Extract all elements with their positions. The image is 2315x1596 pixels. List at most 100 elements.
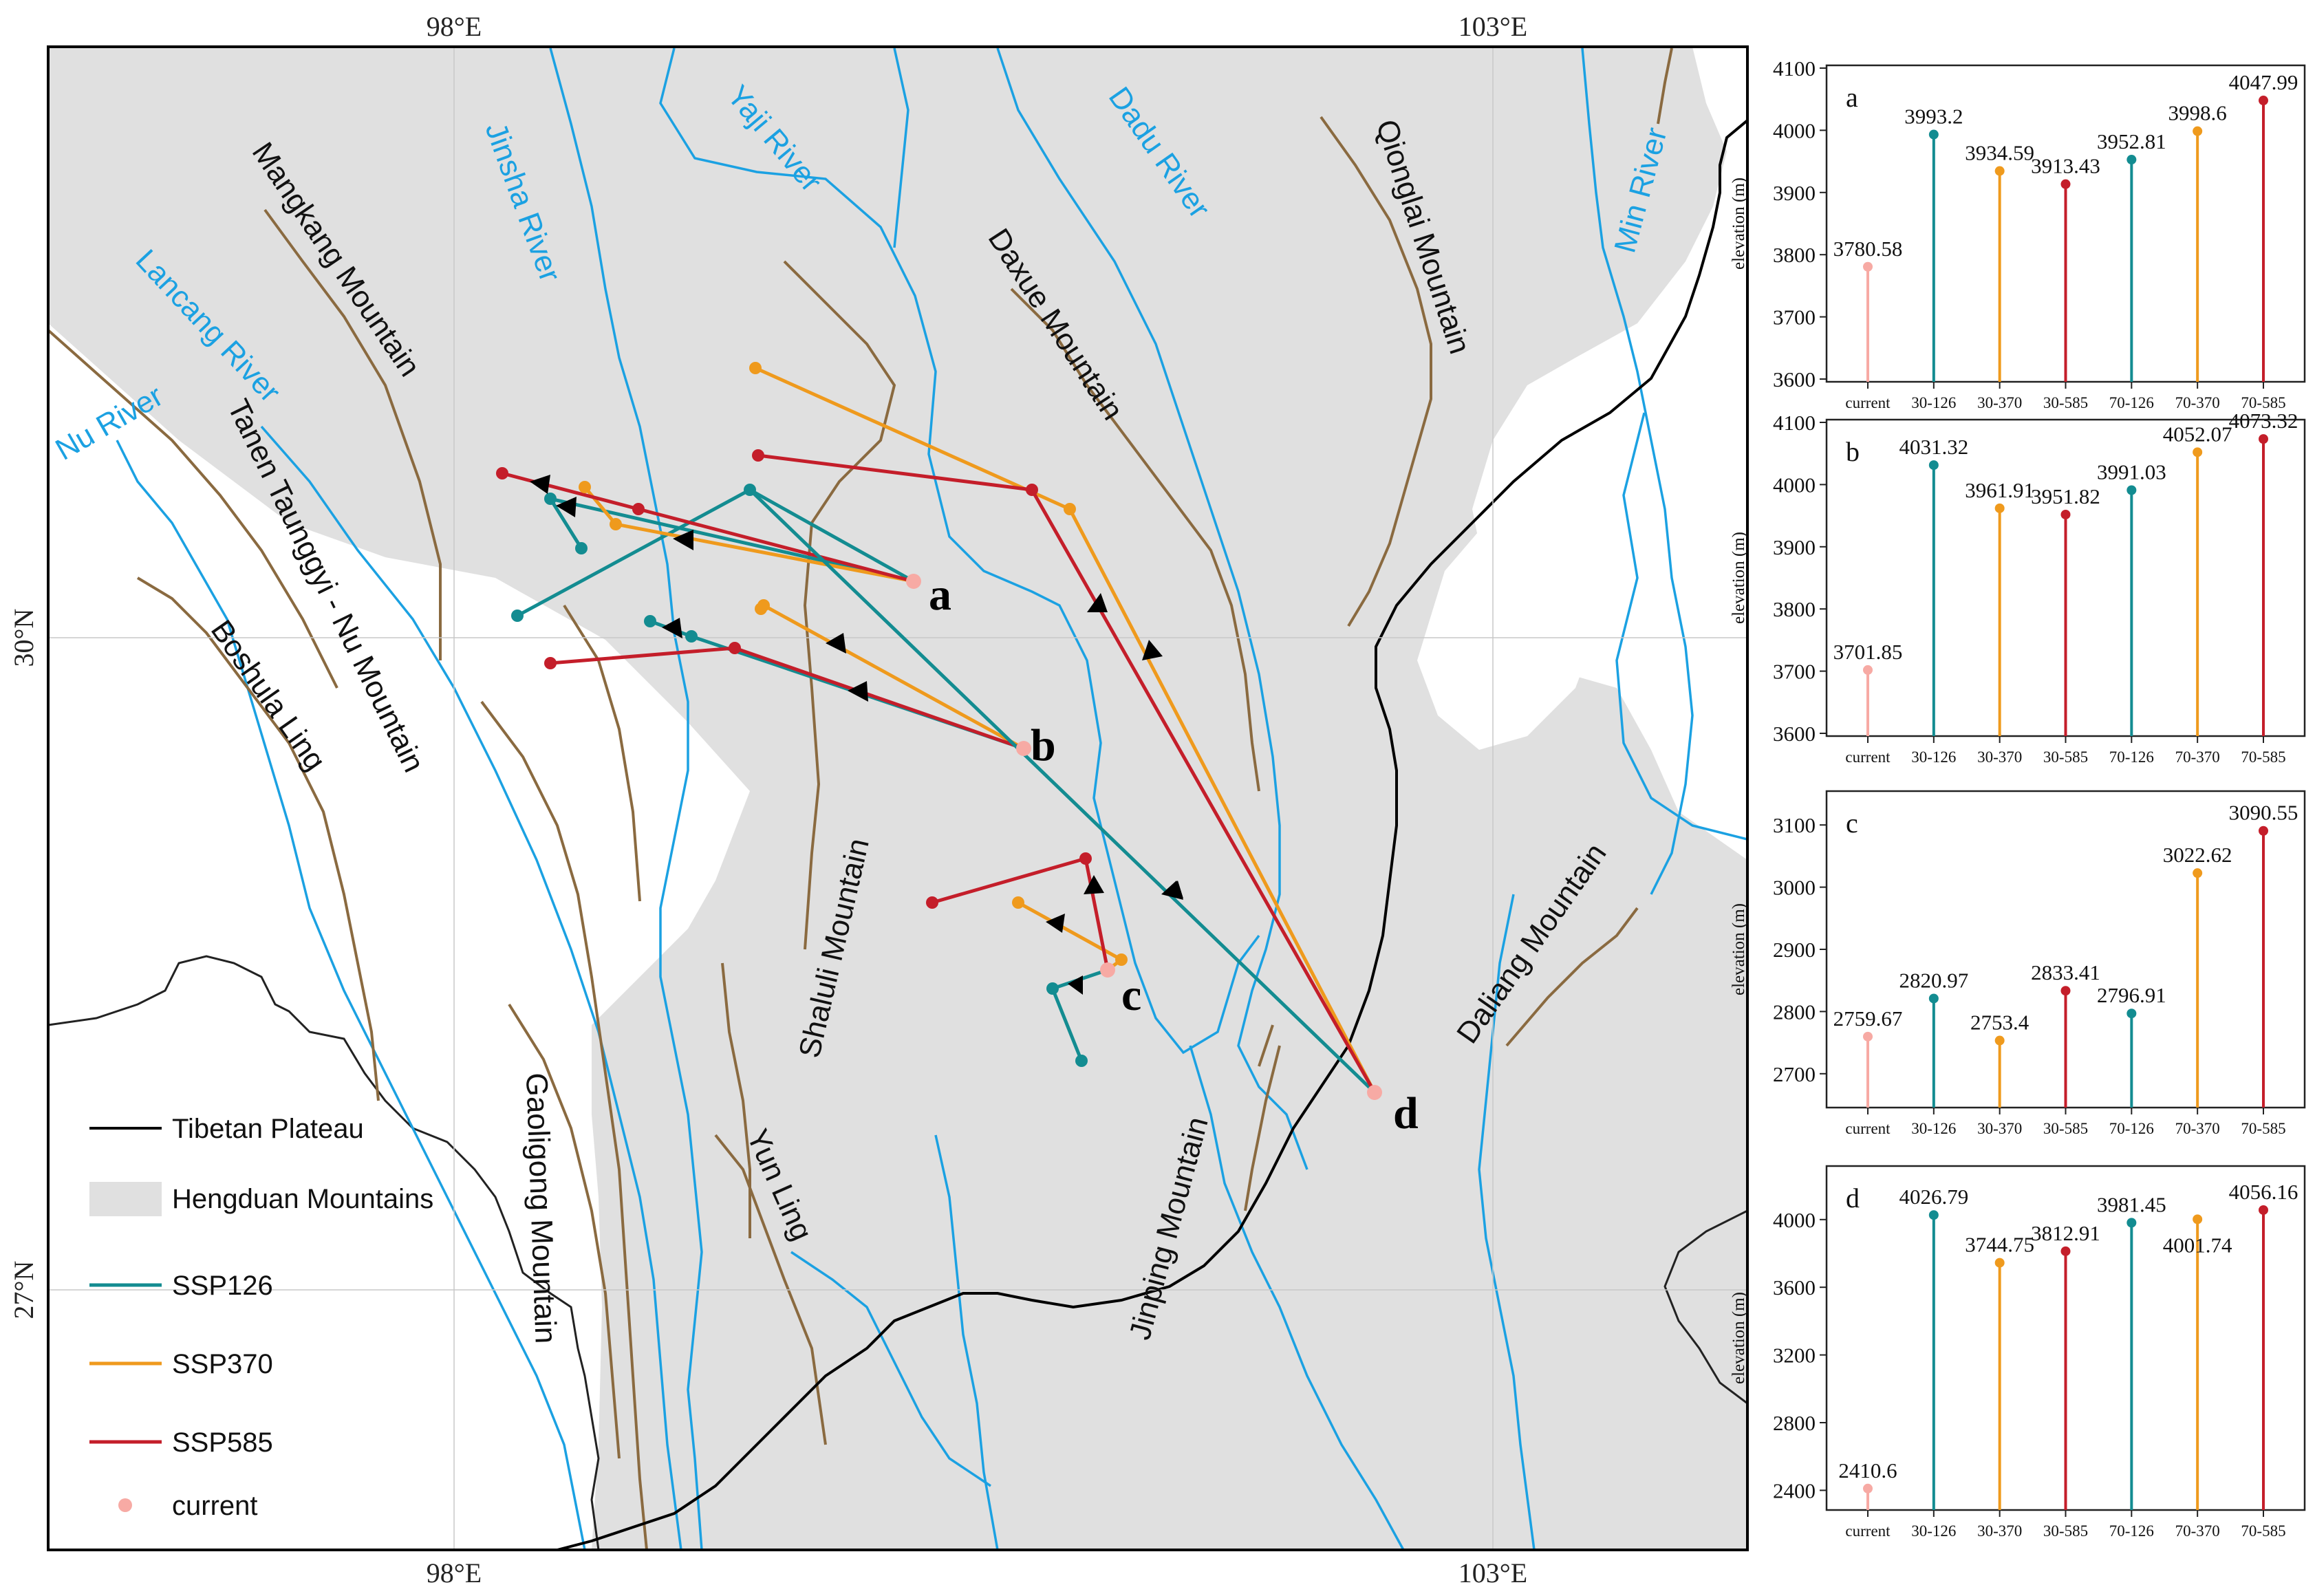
x-tick-label: 70-126 xyxy=(2109,394,2154,411)
marker-70-370 xyxy=(2193,868,2203,878)
value-label-30-370: 3744.75 xyxy=(1965,1233,2034,1257)
rivers xyxy=(116,47,1747,1550)
value-label-70-370: 3022.62 xyxy=(2163,843,2232,867)
y-tick-label: 3800 xyxy=(1773,597,1816,621)
y-axis-label: elevation (m) xyxy=(1730,532,1748,624)
x-tick-label: 30-126 xyxy=(1911,394,1956,411)
traj-d-ssp126 xyxy=(747,487,1376,1094)
dadu-river-line xyxy=(996,47,1309,1170)
south-river-line xyxy=(1189,1045,1405,1550)
value-label-70-370: 4001.74 xyxy=(2163,1233,2232,1257)
value-label-70-370: 4052.07 xyxy=(2163,422,2232,446)
site-c-current xyxy=(1100,962,1115,978)
x-tick-label: 70-126 xyxy=(2109,1522,2154,1540)
marker-current xyxy=(1863,665,1873,675)
site-d-current xyxy=(1367,1085,1382,1100)
marker-30-370 xyxy=(1994,1035,2005,1046)
y-axis-label: elevation (m) xyxy=(1730,177,1748,270)
marker-70-126 xyxy=(2126,1218,2137,1228)
value-label-70-585: 4047.99 xyxy=(2229,70,2298,94)
value-label-30-126: 4031.32 xyxy=(1899,435,1968,459)
marker-30-585 xyxy=(2060,179,2071,189)
jinsha-river-line xyxy=(549,47,703,1550)
y-tick-label: 3600 xyxy=(1773,722,1816,746)
tributary-2 xyxy=(1615,412,1747,841)
x-tick-label: 30-126 xyxy=(1911,1522,1956,1540)
marker-current xyxy=(1863,261,1873,272)
lat-label-27: 27°N xyxy=(8,1261,39,1319)
lon-label-bottom-103: 103°E xyxy=(1458,1557,1527,1588)
lancang-river-line xyxy=(260,425,682,1550)
legend-current-label: current xyxy=(172,1491,258,1521)
site-label-c: c xyxy=(1121,970,1141,1020)
x-tick-label: 70-585 xyxy=(2241,748,2285,766)
legend-ssp126-label: SSP126 xyxy=(172,1271,273,1301)
x-tick-label: 70-370 xyxy=(2175,394,2220,411)
x-tick-label: 70-585 xyxy=(2241,1522,2285,1540)
marker-70-370 xyxy=(2193,1214,2203,1225)
y-tick-label: 3700 xyxy=(1773,660,1816,684)
value-label-30-370: 3961.91 xyxy=(1965,478,2034,502)
y-tick-label: 2800 xyxy=(1773,1000,1816,1024)
marker-30-126 xyxy=(1928,993,1939,1004)
nu-river-line xyxy=(116,440,586,1550)
panel-letter: b xyxy=(1846,436,1860,467)
value-label-70-126: 3991.03 xyxy=(2097,460,2166,484)
marker-70-126 xyxy=(2126,155,2137,165)
value-label-70-370: 3998.6 xyxy=(2168,101,2227,125)
value-label-current: 2410.6 xyxy=(1838,1458,1897,1482)
marker-70-585 xyxy=(2259,826,2268,836)
x-tick-label: 30-585 xyxy=(2043,1522,2088,1540)
value-label-current: 2759.67 xyxy=(1833,1006,1903,1031)
x-tick-label: 30-370 xyxy=(1977,1120,2022,1137)
legend-ssp585-label: SSP585 xyxy=(172,1427,273,1458)
value-label-current: 3780.58 xyxy=(1833,237,1903,261)
lon-label-top-98: 98°E xyxy=(427,11,482,42)
x-tick-label: 70-370 xyxy=(2175,1522,2220,1540)
x-tick-label: 70-585 xyxy=(2241,394,2285,411)
country-boundary-east xyxy=(1663,1209,1747,1405)
marker-30-585 xyxy=(2060,509,2071,519)
lon-label-bottom-98: 98°E xyxy=(427,1557,482,1588)
marker-70-126 xyxy=(2126,1009,2137,1019)
value-label-30-126: 4026.79 xyxy=(1899,1185,1968,1209)
legend-ssp370-label: SSP370 xyxy=(172,1349,273,1379)
trajectory-points xyxy=(496,362,1382,1100)
legend-current-swatch xyxy=(118,1498,132,1512)
legend-hengduan-swatch xyxy=(89,1182,162,1216)
x-tick-label: 30-585 xyxy=(2043,748,2088,766)
y-tick-label: 4000 xyxy=(1773,118,1816,142)
y-tick-label: 2900 xyxy=(1773,938,1816,962)
value-label-70-126: 3952.81 xyxy=(2097,129,2166,153)
x-tick-label: 70-585 xyxy=(2241,1120,2285,1137)
panel-letter: d xyxy=(1846,1183,1860,1214)
marker-70-585 xyxy=(2259,434,2268,444)
y-tick-label: 4000 xyxy=(1773,473,1816,497)
value-label-30-126: 3993.2 xyxy=(1904,105,1963,129)
marker-30-126 xyxy=(1928,460,1939,471)
value-label-current: 3701.85 xyxy=(1833,640,1903,664)
marker-current xyxy=(1863,1483,1873,1493)
x-tick-label: 30-126 xyxy=(1911,748,1956,766)
y-tick-label: 3600 xyxy=(1773,1275,1816,1300)
panel-letter: a xyxy=(1846,82,1858,113)
trajectory-arrows xyxy=(530,475,1183,995)
map-frame xyxy=(47,45,1749,1551)
y-tick-label: 2400 xyxy=(1773,1478,1816,1502)
y-tick-label: 2700 xyxy=(1773,1062,1816,1086)
x-tick-label: 70-370 xyxy=(2175,748,2220,766)
map-area: 98°E 103°E 98°E 103°E 30°N 27°N Nu River… xyxy=(8,11,1749,1588)
yaji-river-line xyxy=(659,47,1260,1055)
y-tick-label: 3100 xyxy=(1773,813,1816,837)
value-label-30-370: 2753.4 xyxy=(1970,1011,2029,1035)
x-tick-label: 30-370 xyxy=(1977,1522,2022,1540)
marker-70-126 xyxy=(2126,485,2137,495)
legend: Tibetan Plateau Hengduan Mountains SSP12… xyxy=(89,1114,433,1521)
x-tick-label: 30-126 xyxy=(1911,1120,1956,1137)
marker-30-370 xyxy=(1994,503,2005,513)
site-label-d: d xyxy=(1393,1088,1419,1139)
x-tick-label: 70-126 xyxy=(2109,748,2154,766)
panel-letter: c xyxy=(1846,808,1858,839)
x-tick-label: 30-370 xyxy=(1977,394,2022,411)
